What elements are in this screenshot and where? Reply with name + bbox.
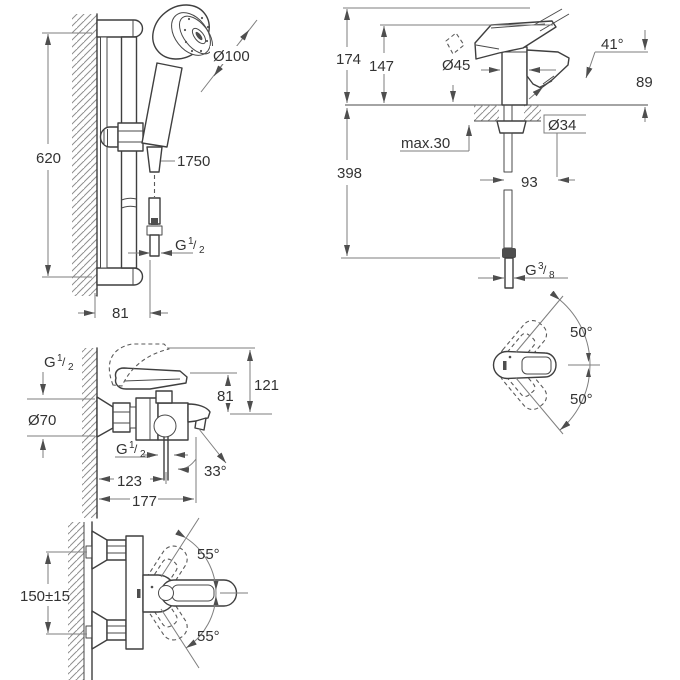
view-shower-rail: 620 Ø100 1750 G 1 / 2 81 xyxy=(36,4,258,322)
dim-spout-projection: 93 xyxy=(521,174,538,191)
dim-height-open: 174 xyxy=(336,51,361,68)
slider-knob xyxy=(99,126,119,148)
dim-inlet-distance: 150±15 xyxy=(20,588,70,605)
dim-lever-angle: 41° xyxy=(601,36,624,53)
dim-swivel-upper: 50° xyxy=(570,324,593,341)
dims-swivel50 xyxy=(515,290,600,435)
dim-swivel-lower: 50° xyxy=(570,391,593,408)
mixer-body xyxy=(501,46,528,106)
bath-lever-raised xyxy=(108,343,170,387)
bath-lever xyxy=(114,367,188,390)
view-lever-swivel: 50° 50° xyxy=(492,290,600,435)
dim-spout-angle: 33° xyxy=(204,463,227,480)
dim-escutcheon-diameter: Ø70 xyxy=(28,412,56,429)
rail-bracket-top xyxy=(96,19,144,38)
dim-outlet-thread: G 1 / 2 xyxy=(116,435,146,460)
view-bath-mixer-side: G 1 / 2 Ø70 121 81 G 1 / 2 33° 123 177 xyxy=(27,343,279,519)
dims-bath-front xyxy=(45,517,248,669)
escutcheon xyxy=(96,396,114,438)
dim-supply-length: 398 xyxy=(337,165,362,182)
cartridge-cap xyxy=(155,390,173,404)
dim-spout-height: 89 xyxy=(636,74,653,91)
spout xyxy=(526,49,570,89)
dim-bath-swivel-upper: 55° xyxy=(197,546,220,563)
rail-bracket-bottom xyxy=(96,267,144,286)
hose-lower xyxy=(149,234,160,257)
wall-hatch-2 xyxy=(82,348,97,518)
union-nut-top xyxy=(106,539,127,561)
dim-inlet-thread: G 1 / 2 xyxy=(44,348,74,373)
rail-joint xyxy=(121,197,137,209)
dims-basin xyxy=(341,7,648,281)
view-basin-mixer: 174 147 Ø45 41° 89 max.30 Ø34 398 93 G 3… xyxy=(334,7,657,289)
dim-rail-height: 620 xyxy=(36,150,61,167)
dim-head-diameter: Ø100 xyxy=(213,48,250,65)
lever xyxy=(474,20,557,60)
aerator xyxy=(539,75,555,88)
mounting-nut xyxy=(496,120,527,134)
bath-spout xyxy=(187,403,211,423)
dim-bath-height-open: 121 xyxy=(254,377,279,394)
escutcheon-top xyxy=(91,530,108,570)
rail-tube xyxy=(120,36,138,269)
hose-nut xyxy=(146,225,163,236)
spray-nozzles xyxy=(183,16,210,53)
supply-hose-lower xyxy=(503,189,513,249)
dims-shower xyxy=(42,19,258,318)
lever-ring xyxy=(158,585,174,601)
supply-pipe xyxy=(504,257,514,289)
outlet-boss xyxy=(153,414,177,438)
dim-bath-height-closed: 81 xyxy=(217,388,234,405)
dim-hose-length: 1750 xyxy=(177,153,210,170)
escutcheon-bottom xyxy=(91,610,108,650)
lever-raised-tip xyxy=(533,8,563,26)
view-bath-mixer-front: 150±15 55° 55° xyxy=(20,517,248,680)
dim-hose-thread: G 1 / 2 xyxy=(175,231,205,256)
union-nut xyxy=(112,402,131,433)
wall-hatch-3 xyxy=(68,522,84,680)
bath-aerator xyxy=(194,417,207,431)
wall-hatch xyxy=(72,14,97,296)
dim-bath-spout-projection: 177 xyxy=(132,493,157,510)
rail-wall-bar xyxy=(100,36,108,269)
mixer-body-side xyxy=(135,397,159,441)
lever-raised-back xyxy=(445,32,465,55)
dim-hole-diameter: Ø34 xyxy=(548,117,576,134)
dim-wall-offset: 81 xyxy=(112,305,129,322)
slider-body xyxy=(117,122,144,152)
dim-max-deck: max.30 xyxy=(401,135,450,152)
hose-end-nut xyxy=(502,248,516,258)
dim-height-closed: 147 xyxy=(369,58,394,75)
dim-outlet-offset: 123 xyxy=(117,473,142,490)
dim-supply-thread: G 3 / 8 xyxy=(525,256,555,281)
dim-body-diameter: Ø45 xyxy=(442,57,470,74)
handshower-handle xyxy=(141,62,183,148)
union-nut-bottom xyxy=(106,619,127,641)
supply-hose-upper xyxy=(503,132,513,173)
hose-upper xyxy=(146,146,163,173)
dims-bath-side xyxy=(27,347,272,503)
dim-bath-swivel-lower: 55° xyxy=(197,628,220,645)
